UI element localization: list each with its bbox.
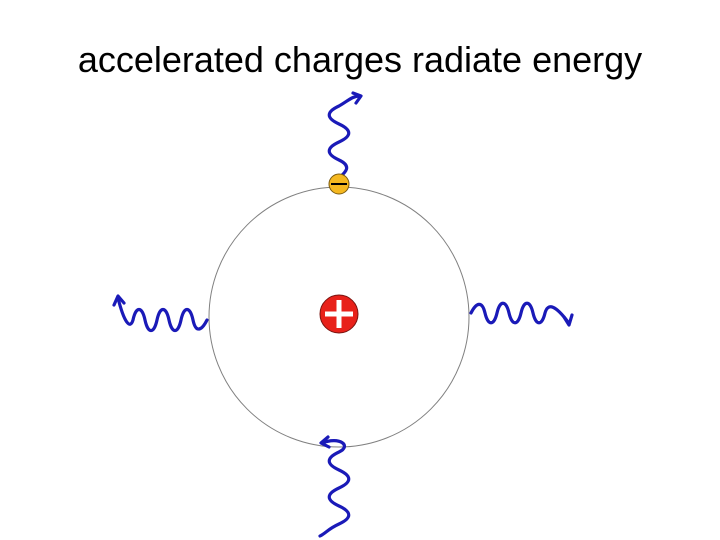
nucleus bbox=[320, 295, 358, 333]
wave-left bbox=[118, 298, 207, 331]
wave-top bbox=[329, 96, 360, 178]
electron bbox=[329, 174, 349, 194]
wave-bottom bbox=[320, 441, 349, 536]
wave-right bbox=[471, 303, 568, 323]
